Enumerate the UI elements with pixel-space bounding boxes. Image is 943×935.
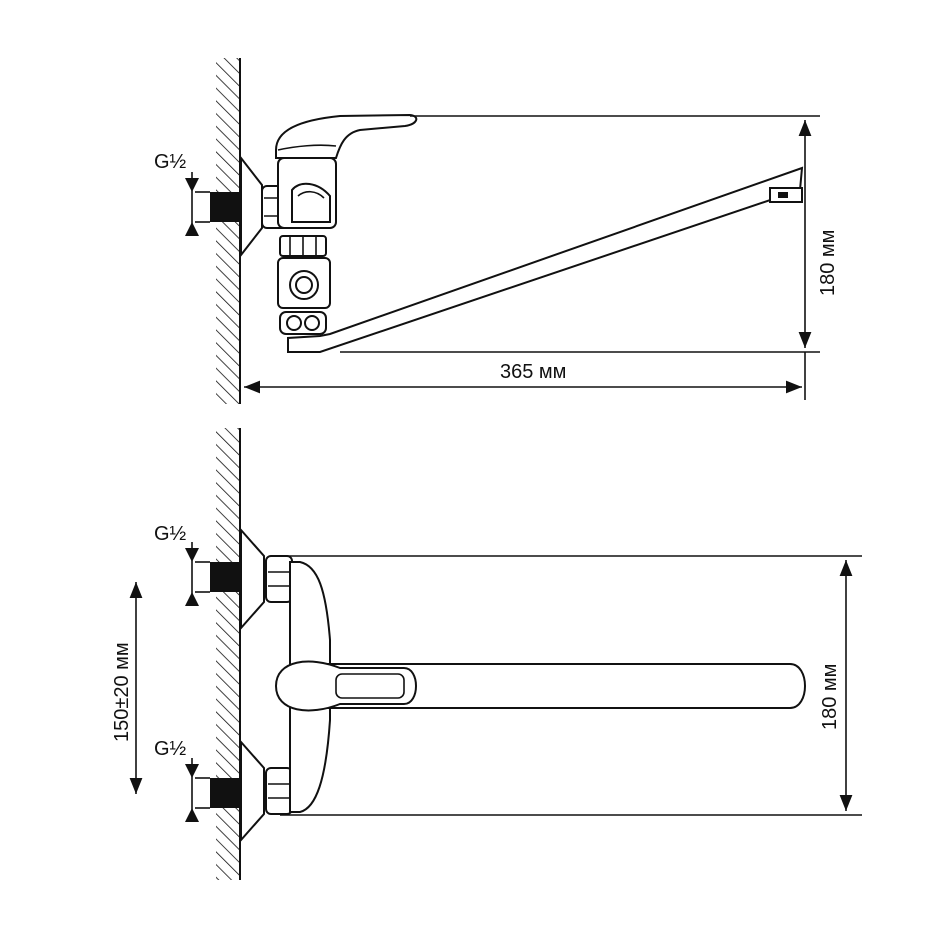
height-label-top: 180 мм	[817, 230, 839, 296]
wall-flange-lower: G½	[154, 738, 265, 843]
thread-label-upper: G½	[154, 523, 187, 545]
mixer-body-top	[277, 157, 337, 229]
side-view: G½	[154, 58, 839, 404]
height-dimension-top: 180 мм	[340, 115, 839, 353]
wall-bottom	[216, 428, 241, 880]
wall-top	[216, 58, 241, 404]
height-dimension-bottom: 180 мм	[280, 555, 862, 816]
wall-flange-top	[240, 155, 263, 258]
thread-dimension-top: G½	[154, 151, 199, 236]
lever-handle-bottom	[274, 660, 417, 712]
wall-flange-upper: G½	[154, 523, 265, 631]
thread-label: G½	[154, 151, 187, 173]
spacing-label: 150±20 мм	[111, 642, 133, 742]
diverter-valve-top	[277, 257, 331, 309]
spacing-dimension: 150±20 мм	[111, 582, 143, 794]
height-label-bottom: 180 мм	[819, 664, 841, 730]
length-dimension: 365 мм	[244, 352, 806, 400]
valve-nut-top	[279, 235, 327, 257]
spout-bottom	[319, 663, 806, 709]
spout-top	[287, 166, 804, 353]
bottom-nut-top	[279, 311, 327, 335]
top-down-view: G½ G½	[111, 428, 862, 880]
eccentric-nuts-bottom	[265, 555, 293, 815]
lever-handle-top	[275, 113, 418, 159]
length-label: 365 мм	[500, 361, 566, 383]
inlet-pipe-top	[195, 191, 240, 223]
thread-label-lower: G½	[154, 738, 187, 760]
